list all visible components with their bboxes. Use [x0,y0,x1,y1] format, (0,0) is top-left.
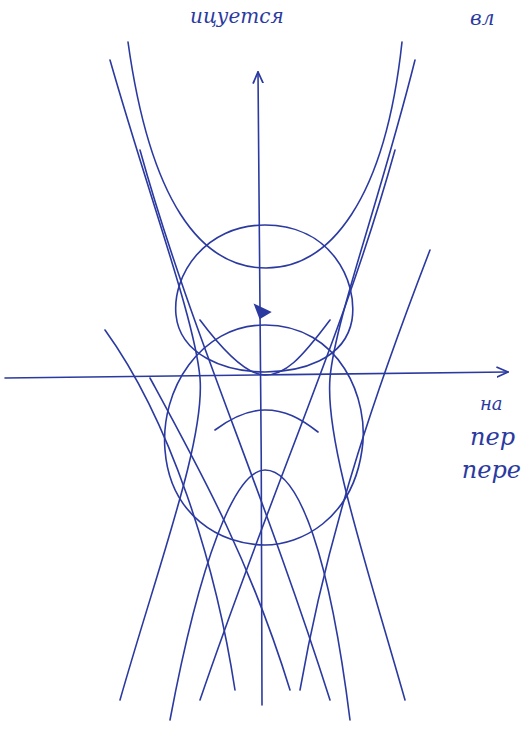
y-axis [258,72,262,705]
parabola [128,42,402,268]
line [200,150,395,700]
handwritten-note: вл [470,8,494,28]
hyperbola [110,60,200,700]
handwritten-note: пер [470,425,515,449]
parabola [170,470,350,720]
handwritten-note: на [480,395,503,413]
line [105,330,235,690]
handwritten-note: пере [462,458,521,482]
parabola [200,320,330,375]
ink-mark [255,305,270,318]
hyperbola [330,60,415,700]
handwritten-note: ицуется [190,6,284,26]
line [300,250,430,690]
line [150,378,290,690]
